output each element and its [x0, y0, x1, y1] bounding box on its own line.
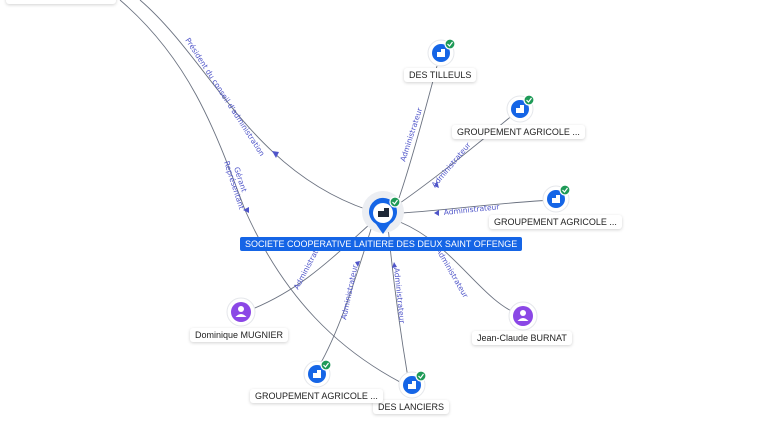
verified-badge	[389, 196, 401, 208]
edge-mugnier	[249, 223, 371, 311]
edge-label-president: Président du conseil d'administration	[183, 36, 266, 158]
center-node-label[interactable]: SOCIETE COOPERATIVE LAITIERE DES DEUX SA…	[240, 237, 523, 251]
verified-badge	[559, 184, 571, 196]
node-label-tilleuls[interactable]: DES TILLEULS	[404, 68, 477, 82]
center-node[interactable]	[362, 191, 404, 234]
edge-label-tilleuls: Administrateur	[398, 106, 424, 163]
edge-ga2	[401, 199, 556, 214]
edge-label-ga3: Administrateur	[339, 263, 360, 320]
edge-gerant	[119, 0, 401, 383]
verified-badge	[415, 370, 427, 382]
building-icon	[552, 195, 560, 203]
edge-president	[139, 0, 369, 211]
node-ga1[interactable]	[506, 94, 535, 123]
building-icon	[378, 208, 389, 217]
node-label-mugnier[interactable]: Dominique MUGNIER	[190, 328, 289, 342]
edge-burnat	[399, 221, 521, 316]
node-label-ga1[interactable]: GROUPEMENT AGRICOLE ...	[452, 125, 585, 139]
person-icon	[517, 310, 529, 321]
node-tilleuls[interactable]	[427, 38, 456, 67]
arrow-ga2	[434, 210, 439, 216]
verified-badge	[444, 38, 456, 50]
node-ga3[interactable]	[303, 359, 332, 388]
building-icon	[516, 105, 524, 113]
building-icon	[437, 49, 445, 57]
person-icon	[235, 306, 247, 317]
node-label-lanciers[interactable]: DES LANCIERS	[373, 400, 450, 414]
edge-label-burnat: Administrateur	[434, 247, 470, 301]
edge-arrows	[243, 151, 439, 268]
node-label-ga3[interactable]: GROUPEMENT AGRICOLE ...	[250, 389, 383, 403]
node-lanciers[interactable]	[398, 370, 427, 399]
node-label-ga2[interactable]: GROUPEMENT AGRICOLE ...	[489, 215, 622, 229]
verified-badge	[320, 359, 332, 371]
offscreen-node-chip[interactable]	[6, 0, 116, 4]
arrow-lanciers	[392, 262, 397, 268]
arrow-ga1	[434, 181, 439, 188]
node-label-burnat[interactable]: Jean-Claude BURNAT	[472, 331, 572, 345]
building-icon	[408, 381, 416, 389]
edges	[119, 0, 556, 383]
arrow-gerant	[243, 207, 249, 213]
node-mugnier[interactable]	[226, 297, 256, 327]
verified-badge	[523, 94, 535, 106]
edge-label-ga1: Administrateur	[430, 140, 473, 189]
arrow-ga3	[355, 261, 360, 267]
building-icon	[313, 370, 321, 378]
node-burnat[interactable]	[508, 301, 538, 331]
edge-tilleuls	[398, 65, 438, 199]
node-ga2[interactable]	[542, 184, 571, 213]
edge-ga1	[399, 109, 520, 204]
arrow-president	[272, 151, 279, 158]
edge-label-lanciers: Administrateur	[392, 267, 407, 324]
